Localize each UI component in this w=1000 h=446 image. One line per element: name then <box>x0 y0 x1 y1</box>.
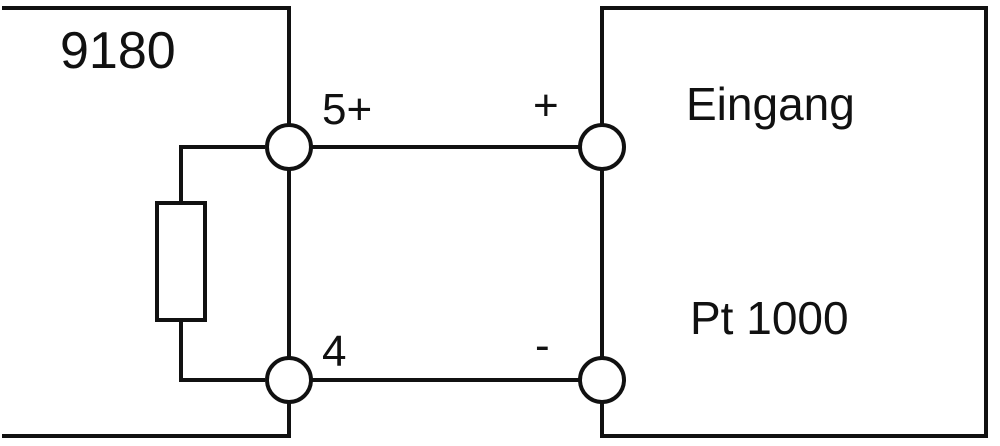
terminal-left-top <box>265 123 313 171</box>
terminal-right-top <box>578 123 626 171</box>
resistor-symbol <box>155 201 207 322</box>
terminal-label-right-top: + <box>533 81 559 130</box>
right-device-label-bottom: Pt 1000 <box>690 292 849 344</box>
left-device-box <box>2 6 291 438</box>
terminal-left-bottom <box>265 356 313 404</box>
terminal-label-left-top: 5+ <box>322 85 372 134</box>
left-device-label: 9180 <box>60 22 176 80</box>
terminal-label-right-bottom: - <box>535 321 550 370</box>
terminal-label-left-bottom: 4 <box>322 327 346 376</box>
terminal-right-bottom <box>578 356 626 404</box>
resistor-lead-bottom <box>179 320 265 382</box>
resistor-lead-top <box>179 145 265 203</box>
right-device-label-top: Eingang <box>686 78 855 130</box>
right-device-box <box>600 6 988 438</box>
